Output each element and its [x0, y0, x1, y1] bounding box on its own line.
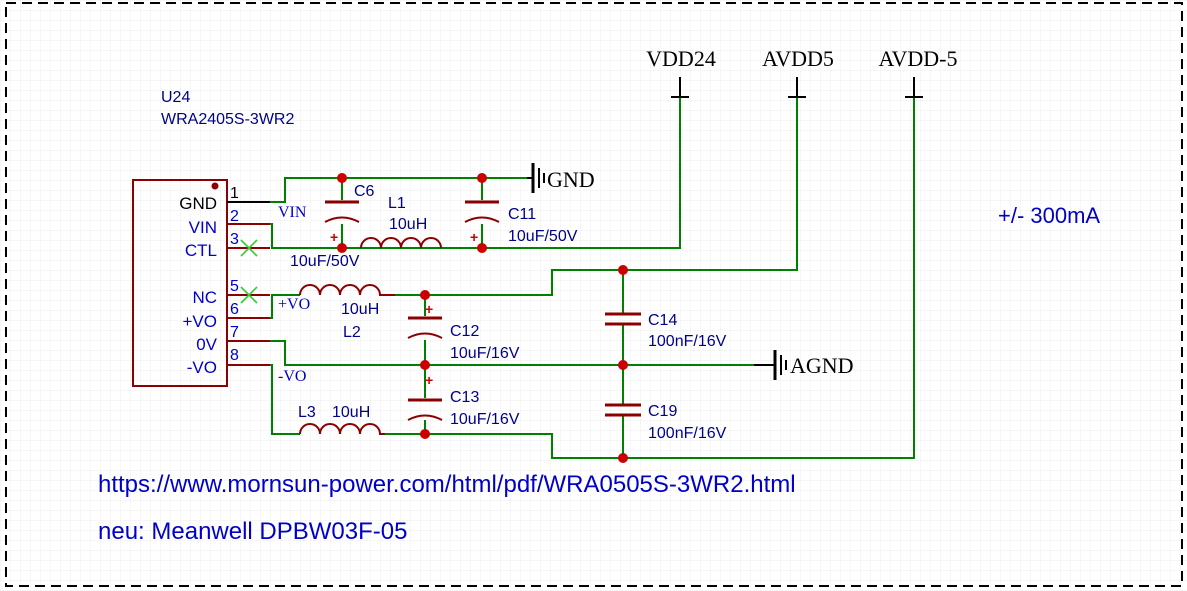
- l1-value: 10uH: [389, 216, 427, 233]
- vdd24-label: VDD24: [646, 46, 716, 71]
- junction-dot: [337, 173, 347, 183]
- wire-vo-pos-b: [395, 97, 798, 296]
- capacitor-c13[interactable]: + C13 10uF/16V: [407, 372, 520, 428]
- polarity-plus-icon: +: [425, 372, 433, 388]
- wire-gnd: [270, 177, 527, 203]
- c11-designator: C11: [508, 206, 536, 223]
- u24-converter[interactable]: U24 WRA2405S-3WR2 GND VIN CTL NC +VO 0V …: [132, 89, 294, 387]
- agnd-symbol-icon: [754, 350, 787, 380]
- c14-designator: C14: [648, 312, 677, 329]
- capacitor-c12[interactable]: + C12 10uF/16V: [407, 301, 520, 362]
- net-label-vin: VIN: [278, 204, 307, 221]
- no-connect-markers: [240, 239, 258, 304]
- pin-name-vo-pos: +VO: [183, 312, 218, 331]
- gnd-symbol-icon: [527, 163, 545, 193]
- junction-dot: [618, 453, 628, 463]
- polarity-plus-icon: +: [330, 229, 338, 245]
- pin-name-nc: NC: [192, 288, 217, 307]
- vdd24-port-symbol: [671, 77, 689, 98]
- junction-dot: [477, 173, 487, 183]
- pin-name-gnd: GND: [179, 194, 217, 213]
- junction-dot: [618, 265, 628, 275]
- net-label-vo-neg: -VO: [278, 368, 306, 385]
- wire-vo-pos-a: [270, 294, 300, 319]
- pin-number-7: 7: [230, 324, 239, 341]
- pin-name-0v: 0V: [196, 335, 217, 354]
- l1-designator: L1: [388, 195, 406, 212]
- junctions: [337, 173, 628, 463]
- c19-designator: C19: [648, 403, 677, 420]
- pin-name-ctl: CTL: [185, 241, 217, 260]
- junction-dot: [420, 290, 430, 300]
- junction-dot: [420, 429, 430, 439]
- polarity-plus-icon: +: [425, 301, 433, 317]
- l3-value: 10uH: [332, 404, 370, 421]
- no-connect-icon: [240, 286, 258, 304]
- c6-value: 10uF/50V: [290, 253, 360, 270]
- junction-dot: [618, 360, 628, 370]
- wire-vo-neg-a: [270, 364, 300, 435]
- u24-part-number: WRA2405S-3WR2: [161, 111, 294, 128]
- wire-vo-neg-b: [385, 97, 915, 459]
- pin-number-8: 8: [230, 347, 239, 364]
- pin1-marker: [211, 182, 219, 190]
- no-connect-icon: [240, 239, 258, 257]
- pin-name-vin: VIN: [189, 218, 217, 237]
- avdd5-label: AVDD5: [762, 46, 834, 71]
- avdd-neg5-port-symbol: [905, 77, 923, 98]
- pin-number-6: 6: [230, 301, 239, 318]
- power-ports: VDD24 AVDD5 AVDD-5 GND AGND: [527, 46, 958, 380]
- c12-value: 10uF/16V: [450, 345, 520, 362]
- u24-designator: U24: [161, 89, 190, 106]
- c13-designator: C13: [450, 389, 479, 406]
- polarity-plus-icon: +: [470, 229, 478, 245]
- pin-name-vo-neg: -VO: [187, 358, 217, 377]
- avdd-neg5-label: AVDD-5: [878, 46, 957, 71]
- inductor-l3[interactable]: L3 10uH: [298, 404, 385, 435]
- c19-value: 100nF/16V: [648, 425, 727, 442]
- c12-designator: C12: [450, 323, 479, 340]
- junction-dot: [420, 360, 430, 370]
- wire-vin: [270, 97, 681, 249]
- capacitor-c6[interactable]: + C6 10uF/50V: [290, 183, 375, 270]
- current-note: +/- 300mA: [998, 203, 1100, 228]
- pin-number-2: 2: [230, 208, 239, 225]
- capacitor-c11[interactable]: + C11 10uF/50V: [464, 200, 578, 245]
- l2-value: 10uH: [341, 301, 379, 318]
- capacitor-c14[interactable]: C14 100nF/16V: [605, 312, 727, 350]
- junction-dot: [337, 243, 347, 253]
- inductor-l2[interactable]: 10uH L2: [299, 284, 395, 341]
- c11-value: 10uF/50V: [508, 228, 578, 245]
- pin-number-1: 1: [230, 185, 239, 202]
- c14-value: 100nF/16V: [648, 333, 727, 350]
- replacement-note: neu: Meanwell DPBW03F-05: [98, 518, 407, 545]
- l2-designator: L2: [343, 324, 361, 341]
- datasheet-url[interactable]: https://www.mornsun-power.com/html/pdf/W…: [98, 471, 796, 498]
- u24-body: [132, 179, 228, 387]
- pin-number-3: 3: [230, 231, 239, 248]
- wire-agnd: [270, 340, 754, 366]
- gnd-label: GND: [547, 167, 595, 192]
- net-label-vo-pos: +VO: [278, 296, 310, 313]
- junction-dot: [477, 243, 487, 253]
- capacitor-c19[interactable]: C19 100nF/16V: [605, 403, 727, 442]
- inductor-l1[interactable]: L1 10uH: [360, 195, 442, 249]
- agnd-label: AGND: [790, 353, 854, 378]
- c6-designator: C6: [354, 183, 375, 200]
- c13-value: 10uF/16V: [450, 411, 520, 428]
- l3-designator: L3: [298, 404, 316, 421]
- pin-number-5: 5: [230, 278, 239, 295]
- avdd5-port-symbol: [788, 77, 806, 98]
